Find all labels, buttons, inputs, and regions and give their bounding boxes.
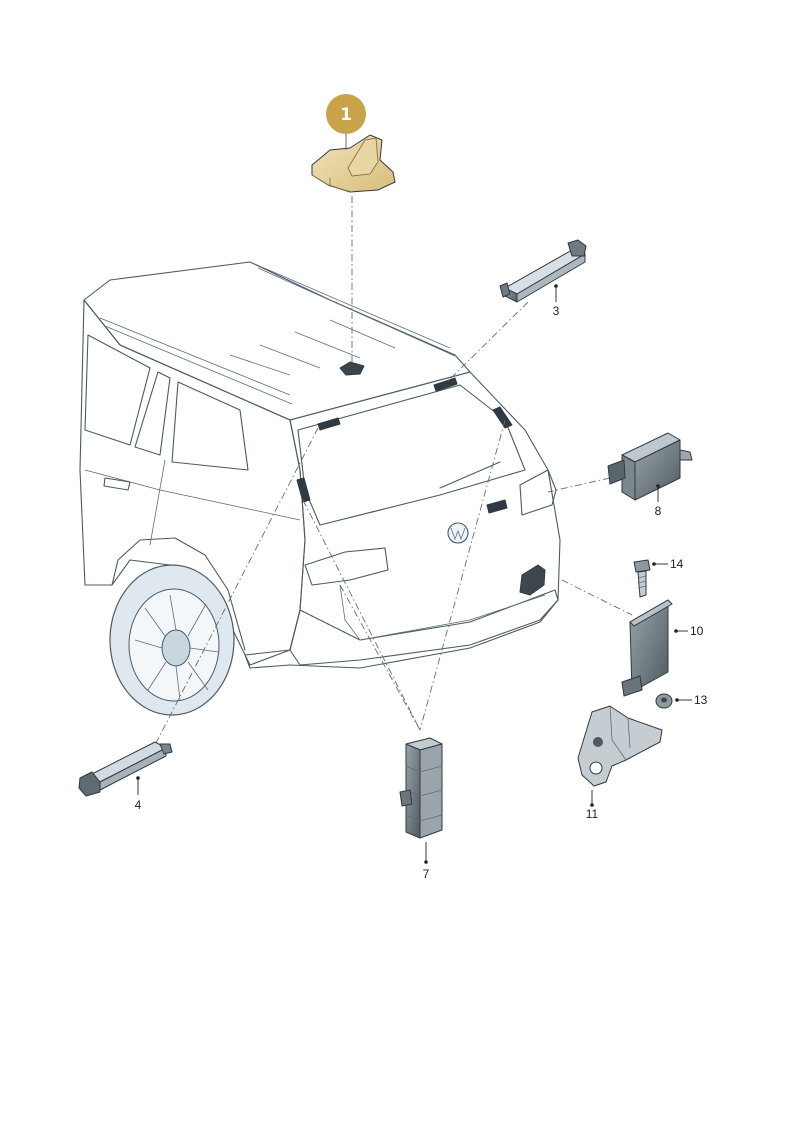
vehicle-rear-door-outline [84,459,301,546]
vehicle-side-window-front [84,334,151,446]
vehicle-sensor-mark-roof-rear [433,377,458,392]
callout-3: 3 [553,304,560,318]
callout-10: 10 [690,624,704,638]
vehicle-wheel-arch [111,537,246,651]
badge-circle [326,94,366,134]
part-10-flat-module[interactable] [621,599,673,697]
vehicle-side-window-middle [134,371,171,456]
vehicle-brand-emblem [447,522,469,544]
callout-3-dot [554,284,558,288]
callout-8-dot [656,484,660,488]
vehicle-antenna-mount [339,361,365,376]
vehicle-illustration [79,261,561,716]
vehicle-tow-hook-cover [519,564,546,596]
vehicle-sensor-mark-roof-left [317,417,341,431]
callout-13: 13 [694,693,708,707]
vehicle-tailgate-seam [339,584,546,641]
part-4-sensor-bar[interactable] [78,741,173,797]
vehicle-tail-light-right [519,469,557,516]
vehicle-rear-wiper [439,461,501,489]
vehicle-door-handle [103,477,131,491]
callout-10-dot [674,629,678,633]
vehicle-sensor-mark-tailgate [486,499,508,514]
part-13-nut[interactable] [655,693,673,709]
vehicle-roof-ribs [229,319,396,376]
vehicle-tail-light-left [304,547,389,586]
vehicle-rear-body [289,371,561,666]
callout-11: 11 [586,807,599,821]
badge-number: 1 [340,105,352,125]
callout-13-dot [675,698,679,702]
part-1-roof-antenna[interactable] [311,134,396,193]
callout-14-dot [652,562,656,566]
callout-11-dot [590,803,594,807]
vehicle-rear-wheel [109,564,235,716]
callout-7-dot [424,860,428,864]
leader-lines [154,196,633,746]
callout-4-dot [136,776,140,780]
callout-8: 8 [655,504,662,518]
vehicle-roof-rail-right [249,261,456,357]
callout-14: 14 [670,557,684,571]
part-11-bracket[interactable] [577,705,663,787]
vehicle-roof-rail-left [99,317,293,405]
part-3-sensor-bar[interactable] [499,239,587,303]
vehicle-side-window-rear [171,381,249,471]
callout-4: 4 [135,798,142,812]
part-8-control-module[interactable] [607,432,693,501]
part-1-badge[interactable]: 1 [326,94,366,134]
part-7-connector-module[interactable] [399,737,443,839]
vehicle-rear-bumper [244,589,559,669]
vehicle-sensor-mark-left-pillar [296,477,311,503]
part-14-screw[interactable] [633,559,651,598]
vehicle-sensor-mark-right-pillar [492,406,513,429]
callout-7: 7 [423,867,430,881]
vehicle-brand-emblem-mark [450,527,466,541]
